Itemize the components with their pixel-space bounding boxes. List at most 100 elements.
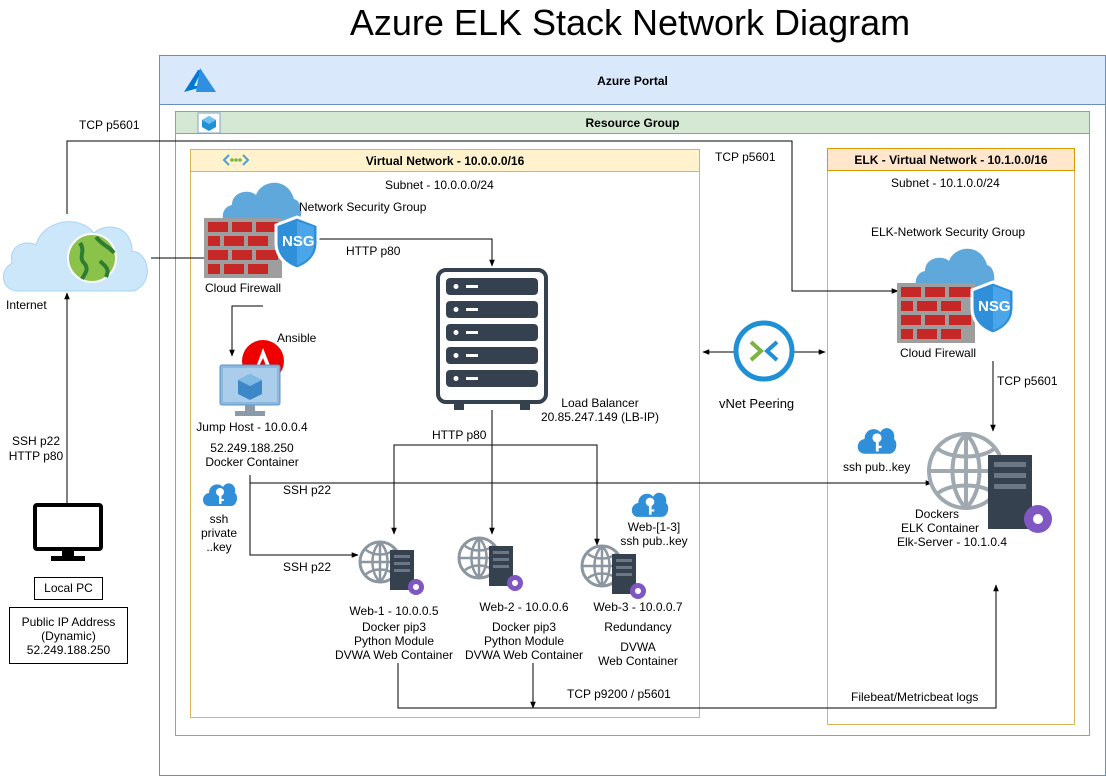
- jump-host-vm-icon: [219, 364, 281, 416]
- web1-dvwa: DVWA Web Container: [334, 648, 454, 662]
- ssh-to-web-label: SSH p22: [283, 560, 332, 574]
- ssh-private-line3: ..key: [206, 540, 232, 554]
- elk-key-label: ssh pub..key: [843, 460, 911, 474]
- ssh-private-line2: private: [200, 526, 238, 540]
- local-pc-label: Local PC: [44, 581, 93, 595]
- internet-cloud-icon: [3, 221, 148, 292]
- web2-docker: Docker pip3: [491, 620, 557, 634]
- public-ip-line2: (Dynamic): [41, 629, 96, 643]
- web1-label: Web-1 - 10.0.0.5 Docker pip3 Python Modu…: [330, 604, 458, 662]
- line-lb-web3: [492, 444, 600, 546]
- vnet-icon: [222, 154, 250, 166]
- public-ip-line1: Public IP Address: [21, 615, 116, 629]
- ansible-label: Ansible: [277, 331, 317, 345]
- elk-server-dockers: Dockers: [914, 507, 959, 521]
- resource-group-label: Resource Group: [585, 116, 680, 130]
- line-jump-web1: [249, 483, 359, 558]
- nsg-shield-icon: [274, 215, 320, 271]
- web2-server-icon: [457, 536, 523, 591]
- vnet-subnet-label: Subnet - 10.0.0.0/24: [385, 178, 494, 192]
- elk-vnet-header: ELK - Virtual Network - 10.1.0.0/16: [827, 148, 1075, 171]
- vnet-peering-icon: [733, 320, 795, 382]
- web-key-label: Web-[1-3] ssh pub..key: [612, 520, 696, 548]
- elk-nsg-badge: NSG: [978, 298, 1011, 315]
- web2-name: Web-2 - 10.0.0.6: [479, 600, 569, 614]
- web2-python: Python Module: [483, 634, 565, 648]
- resource-group-header: Resource Group: [175, 111, 1090, 134]
- web3-server-icon: [580, 544, 646, 599]
- web3-container: Web Container: [598, 654, 678, 668]
- nsg-badge: NSG: [282, 233, 315, 250]
- web-key-line1: Web-[1-3]: [627, 520, 681, 534]
- elk-vnet-label: ELK - Virtual Network - 10.1.0.0/16: [854, 153, 1048, 167]
- web3-dvwa: DVWA: [620, 640, 656, 654]
- azure-portal-header: Azure Portal: [159, 55, 1106, 105]
- load-balancer-label: Load Balancer 20.85.247.149 (LB-IP): [535, 396, 665, 424]
- web1-docker: Docker pip3: [361, 620, 427, 634]
- web3-name: Web-3 - 10.0.0.7: [593, 600, 683, 614]
- ssh-private-key-icon: [203, 483, 238, 506]
- jump-host-name: Jump Host - 10.0.0.4: [196, 420, 308, 434]
- elk-server-container: ELK Container: [900, 521, 980, 535]
- public-ip-box: Public IP Address (Dynamic) 52.249.188.2…: [9, 607, 128, 664]
- elk-server-name: Elk-Server - 10.1.0.4: [896, 535, 1008, 549]
- elk-nsg-cloud-icon: [915, 248, 995, 291]
- elk-firewall-label: Cloud Firewall: [900, 346, 977, 360]
- tcp-5601-mid-label: TCP p5601: [715, 150, 776, 164]
- http-lb-web-label: HTTP p80: [432, 428, 487, 442]
- jump-host-label: Jump Host - 10.0.0.4 52.249.188.250 Dock…: [185, 420, 319, 469]
- tcp-5601-elk-label: TCP p5601: [997, 374, 1058, 388]
- web2-dvwa: DVWA Web Container: [464, 648, 584, 662]
- resource-group-icon: [197, 112, 221, 134]
- diagram-title: Azure ELK Stack Network Diagram: [349, 2, 911, 43]
- ssh-to-elk-label: SSH p22: [283, 483, 332, 497]
- ssh-local-label: SSH p22: [11, 434, 61, 448]
- elk-nsg-shield-icon: [970, 280, 1016, 336]
- load-balancer-ip: 20.85.247.149 (LB-IP): [540, 410, 660, 424]
- vnet-header: Virtual Network - 10.0.0.0/16: [190, 149, 700, 172]
- elk-firewall-icon: [897, 283, 975, 343]
- nsg-cloud-icon: [222, 182, 302, 225]
- web-key-line2: ssh pub..key: [620, 534, 688, 548]
- elk-server-label: Dockers ELK Container Elk-Server - 10.1.…: [872, 507, 1022, 549]
- line-lb-web1: [391, 444, 492, 535]
- internet-label: Internet: [6, 298, 47, 312]
- vnet-peering-label: vNet Peering: [719, 396, 795, 411]
- line-internet-elk-5601: [66, 140, 899, 294]
- elk-subnet-label: Subnet - 10.1.0.0/24: [891, 176, 1000, 190]
- web2-label: Web-2 - 10.0.0.6 Docker pip3 Python Modu…: [459, 600, 589, 662]
- line-jump-elk: [249, 475, 933, 486]
- ssh-private-key-label: ssh private ..key: [196, 512, 242, 554]
- elk-server-icon: [927, 432, 1052, 533]
- line-beats: [397, 584, 999, 709]
- beats-label: Filebeat/Metricbeat logs: [851, 690, 979, 704]
- web3-label: Web-3 - 10.0.0.7 Redundancy DVWA Web Con…: [578, 600, 698, 668]
- azure-logo-icon: [184, 68, 216, 92]
- public-ip-line3: 52.249.188.250: [26, 643, 111, 657]
- load-balancer-name: Load Balancer: [561, 396, 639, 410]
- jump-host-ip: 52.249.188.250: [210, 441, 294, 455]
- http-local-label: HTTP p80: [8, 449, 64, 463]
- azure-portal-label: Azure Portal: [597, 74, 668, 88]
- web3-redundancy: Redundancy: [604, 620, 672, 634]
- local-pc-box: Local PC: [34, 577, 103, 600]
- http-nsg-lb-label: HTTP p80: [346, 244, 401, 258]
- ssh-http-local-labels: SSH p22 HTTP p80: [4, 434, 68, 464]
- line-firewall-jump: [229, 305, 263, 357]
- line-nsg-lb: [318, 238, 495, 267]
- vnet-label: Virtual Network - 10.0.0.0/16: [365, 154, 525, 168]
- tcp-9200-label: TCP p9200 / p5601: [567, 687, 671, 701]
- nsg-label: Network Security Group: [299, 200, 427, 214]
- web-key-icon: [631, 492, 669, 517]
- web1-name: Web-1 - 10.0.0.5: [349, 604, 439, 618]
- monitor-icon: [33, 503, 103, 561]
- elk-nsg-label: ELK-Network Security Group: [871, 225, 1026, 239]
- load-balancer-icon: [436, 268, 548, 410]
- jump-host-docker: Docker Container: [205, 455, 299, 469]
- tcp-5601-left-label: TCP p5601: [79, 118, 140, 132]
- firewall-icon: [204, 218, 282, 278]
- firewall-label: Cloud Firewall: [205, 281, 282, 295]
- web1-server-icon: [358, 540, 424, 595]
- ssh-private-line1: ssh: [209, 512, 229, 526]
